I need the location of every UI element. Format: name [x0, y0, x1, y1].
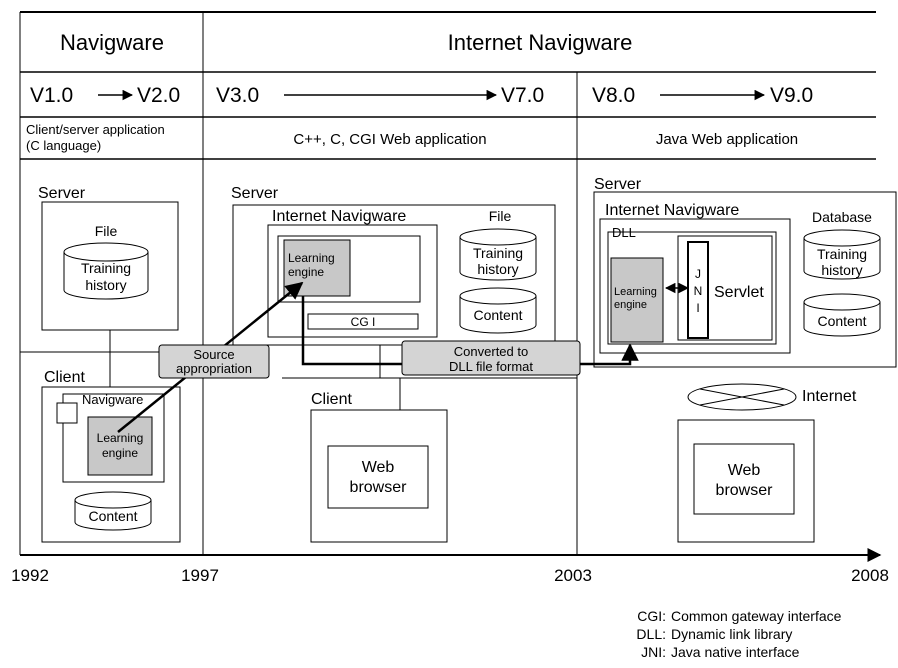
era2-web-browser: [327, 445, 429, 509]
era2-client-label: Client: [311, 391, 352, 408]
svg-text:engine: engine: [614, 299, 647, 311]
svg-text:DLL file format: DLL file format: [449, 359, 533, 374]
dll-box: [607, 231, 777, 345]
legend-row-jni: JNI:Java native interface: [641, 644, 800, 660]
version-v1: V1.0: [30, 84, 73, 107]
era1-server: Server File Training history: [38, 185, 179, 331]
version-v2: V2.0: [137, 84, 180, 107]
svg-text:Training: Training: [81, 260, 131, 276]
era1-server-label: Server: [38, 185, 86, 202]
era1-description-line2: (C language): [26, 138, 101, 153]
database-label: Database: [812, 209, 872, 225]
era1-learning-engine: [87, 416, 153, 476]
svg-text:browser: browser: [350, 479, 408, 496]
svg-text:engine: engine: [288, 265, 324, 279]
era1-client-label: Client: [44, 369, 85, 386]
svg-text:history: history: [85, 277, 126, 293]
jni-box: [687, 241, 709, 339]
header-table: [19, 11, 876, 555]
era3-server-label: Server: [594, 176, 642, 193]
cgi-label: CG I: [351, 315, 376, 329]
era2-description: C++, C, CGI Web application: [293, 131, 486, 148]
servlet-label: Servlet: [714, 284, 764, 301]
svg-text:Learning: Learning: [614, 286, 657, 298]
version-v9: V9.0: [770, 84, 813, 107]
era3-client: Web browser: [677, 419, 815, 543]
converted-dll-callout: Converted to DLL file format: [401, 340, 581, 376]
svg-text:history: history: [821, 262, 862, 278]
servlet-box: [677, 235, 773, 341]
svg-text:Training: Training: [817, 246, 867, 262]
svg-text:Converted to: Converted to: [454, 344, 528, 359]
era3-training-history-database: Training history: [803, 229, 881, 280]
era2-server-label: Server: [231, 185, 279, 202]
era3-internet-navigware-label: Internet Navigware: [605, 202, 739, 219]
cgi-box: [307, 313, 419, 330]
era1-file-label: File: [95, 223, 118, 239]
svg-text:Content: Content: [88, 508, 137, 524]
internet-cloud: Internet: [687, 383, 857, 411]
version-v7: V7.0: [501, 84, 544, 107]
svg-text:Web: Web: [362, 459, 395, 476]
svg-text:Content: Content: [817, 313, 866, 329]
source-appropriation-callout: Source appropriation: [158, 344, 270, 379]
svg-text:Source: Source: [193, 347, 234, 362]
navigware-era-title: Navigware: [60, 30, 164, 55]
era2-client: Client Web browser: [310, 391, 448, 543]
era2-training-history-database: Training history: [459, 228, 537, 281]
era3-content-database: Content: [803, 293, 881, 337]
svg-text:Web: Web: [728, 462, 761, 479]
era2-content-database: Content: [459, 287, 537, 334]
internet-navigware-era-title: Internet Navigware: [448, 30, 633, 55]
era3-learning-engine: [610, 257, 664, 343]
year-2008: 2008: [851, 566, 889, 585]
era1-content-database: Content: [74, 491, 152, 531]
legend-row-dll: DLL:Dynamic link library: [636, 626, 793, 642]
year-2003: 2003: [554, 566, 592, 585]
era2-internet-navigware-box: [267, 224, 438, 338]
era3-internet-navigware-box: [599, 218, 791, 354]
navigware-label: Navigware: [82, 392, 143, 407]
era3-web-browser: [693, 443, 795, 515]
era1-training-history-database: Training history: [63, 242, 149, 300]
svg-text:N: N: [694, 284, 703, 298]
era2-file-label: File: [489, 208, 512, 224]
era2-inner-box: [277, 235, 421, 303]
version-v8: V8.0: [592, 84, 635, 107]
svg-text:Learning: Learning: [288, 251, 335, 265]
year-1992: 1992: [11, 566, 49, 585]
navigware-window-icon: [56, 402, 78, 424]
svg-text:I: I: [696, 301, 699, 315]
svg-text:browser: browser: [716, 482, 774, 499]
svg-text:Training: Training: [473, 245, 523, 261]
internet-label: Internet: [802, 388, 857, 405]
era3-description: Java Web application: [656, 131, 798, 148]
svg-text:appropriation: appropriation: [176, 361, 252, 376]
svg-text:history: history: [477, 261, 518, 277]
svg-text:Content: Content: [473, 307, 522, 323]
svg-text:Learning: Learning: [97, 431, 144, 445]
version-v3: V3.0: [216, 84, 259, 107]
era1-client: Client Navigware Learning engine Content: [41, 369, 181, 543]
legend-row-cgi: CGI:Common gateway interface: [637, 608, 842, 624]
year-1997: 1997: [181, 566, 219, 585]
svg-text:engine: engine: [102, 446, 138, 460]
era1-description-line1: Client/server application: [26, 122, 165, 137]
abbreviation-legend: CGI:Common gateway interface DLL:Dynamic…: [626, 607, 841, 661]
era2-internet-navigware-label: Internet Navigware: [272, 208, 406, 225]
era3-server: Server Internet Navigware DLL Learning e…: [593, 176, 897, 368]
svg-text:J: J: [695, 267, 701, 281]
era2-server: Server Internet Navigware Learning engin…: [231, 185, 556, 346]
